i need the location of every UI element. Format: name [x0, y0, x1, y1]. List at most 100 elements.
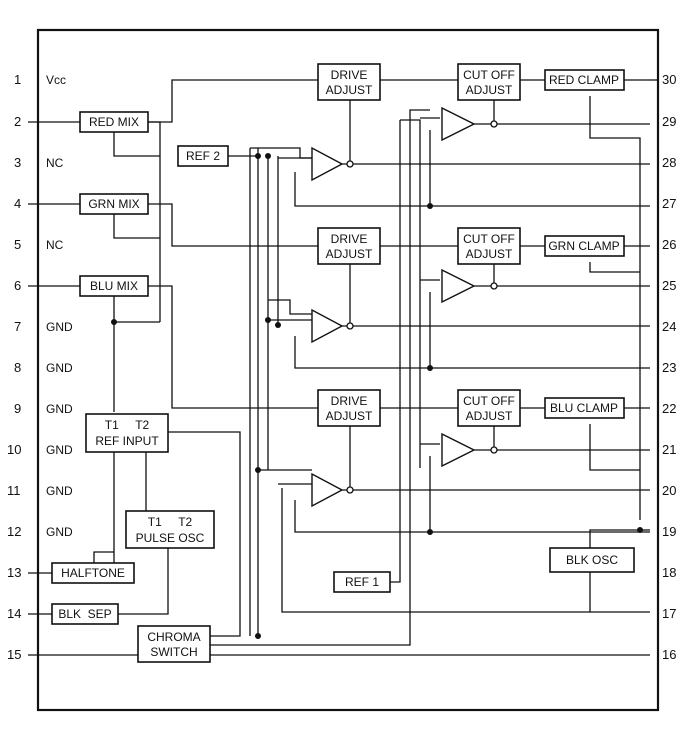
- red-mix-label: RED MIX: [89, 115, 139, 129]
- ref1-label: REF 1: [345, 575, 379, 589]
- left-pin-name: GND: [46, 402, 73, 416]
- drive-adjust-grn: DRIVE ADJUST: [317, 227, 381, 265]
- chroma-switch-block: CHROMA SWITCH: [137, 625, 211, 663]
- adjust-label: ADJUST: [466, 247, 513, 261]
- cut-off-adjust-grn: CUT OFF ADJUST: [457, 227, 521, 265]
- right-pin-number: 20: [662, 483, 676, 498]
- left-pin-name: GND: [46, 320, 73, 334]
- chip-outline: [36, 28, 660, 712]
- left-pin-name: GND: [46, 361, 73, 375]
- left-pin-name: NC: [46, 238, 64, 252]
- blk-osc-label: BLK OSC: [566, 553, 618, 567]
- right-pin-number: 16: [662, 647, 676, 662]
- cut-off-label: CUT OFF: [463, 394, 515, 408]
- left-pin-number: 14: [7, 606, 21, 621]
- drive-label: DRIVE: [331, 232, 368, 246]
- right-pin-number: 27: [662, 196, 676, 211]
- cut-off-adjust-red: CUT OFF ADJUST: [457, 63, 521, 101]
- wiring: [80, 79, 658, 656]
- chroma-label: CHROMA: [147, 630, 200, 644]
- comparator-amplifier: [441, 268, 476, 304]
- driver-amplifier: [311, 146, 344, 182]
- left-pin-number: 1: [14, 72, 21, 87]
- ref2-block: REF 2: [177, 145, 229, 167]
- cut-off-label: CUT OFF: [463, 232, 515, 246]
- red-mix-block: RED MIX: [79, 111, 149, 133]
- left-pin-name: Vcc: [46, 73, 66, 87]
- cut-off-adjust-blu: CUT OFF ADJUST: [457, 389, 521, 427]
- blu-mix-block: BLU MIX: [79, 275, 149, 297]
- right-pin-number: 19: [662, 524, 676, 539]
- right-pin-number: 25: [662, 278, 676, 293]
- right-pin-number: 21: [662, 442, 676, 457]
- red-clamp-label: RED CLAMP: [549, 73, 619, 87]
- adjust-label: ADJUST: [466, 409, 513, 423]
- comparator-amplifier: [441, 106, 476, 142]
- grn-clamp-label: GRN CLAMP: [548, 239, 619, 253]
- left-pin-number: 6: [14, 278, 21, 293]
- grn-mix-label: GRN MIX: [88, 197, 139, 211]
- left-pin-name: NC: [46, 156, 64, 170]
- left-pin-name: GND: [46, 525, 73, 539]
- left-pin-labels: 1 2 3 4 5 6 7 8 9 10 11 12 13 14 15 Vcc …: [7, 72, 73, 662]
- right-pin-number: 26: [662, 237, 676, 252]
- blk-sep-label: BLK SEP: [58, 607, 111, 621]
- halftone-block: HALFTONE: [51, 562, 135, 584]
- ref2-label: REF 2: [186, 149, 220, 163]
- left-pin-stubs: [28, 121, 138, 656]
- blu-mix-label: BLU MIX: [90, 279, 138, 293]
- right-pin-number: 29: [662, 114, 676, 129]
- pulse-osc-t1-t2: T1 T2: [148, 515, 193, 529]
- red-clamp-block: RED CLAMP: [544, 69, 625, 91]
- drive-label: DRIVE: [331, 68, 368, 82]
- left-pin-number: 10: [7, 442, 21, 457]
- switch-label: SWITCH: [150, 645, 197, 659]
- ref1-block: REF 1: [333, 571, 391, 593]
- cut-off-label: CUT OFF: [463, 68, 515, 82]
- ref-input-label: REF INPUT: [95, 434, 159, 448]
- pulse-osc-label: PULSE OSC: [136, 531, 205, 545]
- left-pin-number: 9: [14, 401, 21, 416]
- adjust-label: ADJUST: [326, 409, 373, 423]
- blu-clamp-block: BLU CLAMP: [544, 397, 625, 419]
- right-pin-labels: 30 29 28 27 26 25 24 23 22 21 20 19 18 1…: [662, 72, 676, 662]
- pulse-osc-block: T1 T2 PULSE OSC: [125, 510, 215, 549]
- left-pin-name: GND: [46, 443, 73, 457]
- blk-osc-block: BLK OSC: [549, 547, 635, 573]
- grn-clamp-block: GRN CLAMP: [544, 235, 625, 257]
- left-pin-name: GND: [46, 484, 73, 498]
- left-pin-number: 4: [14, 196, 21, 211]
- drive-adjust-blu: DRIVE ADJUST: [317, 389, 381, 427]
- adjust-label: ADJUST: [326, 247, 373, 261]
- adjust-label: ADJUST: [466, 83, 513, 97]
- left-pin-number: 12: [7, 524, 21, 539]
- driver-amplifier: [311, 308, 344, 344]
- junctions: [111, 120, 643, 639]
- left-pin-number: 3: [14, 155, 21, 170]
- right-pin-number: 28: [662, 155, 676, 170]
- right-pin-number: 22: [662, 401, 676, 416]
- right-pin-number: 30: [662, 72, 676, 87]
- halftone-label: HALFTONE: [61, 566, 125, 580]
- left-pin-number: 8: [14, 360, 21, 375]
- driver-amplifier: [311, 472, 344, 508]
- adjust-label: ADJUST: [326, 83, 373, 97]
- right-pin-number: 24: [662, 319, 676, 334]
- left-pin-number: 13: [7, 565, 21, 580]
- drive-label: DRIVE: [331, 394, 368, 408]
- right-pin-number: 18: [662, 565, 676, 580]
- left-pin-number: 5: [14, 237, 21, 252]
- amplifiers: [311, 106, 476, 508]
- ref-input-t1-t2: T1 T2: [105, 418, 150, 432]
- right-pin-number: 17: [662, 606, 676, 621]
- left-pin-number: 11: [7, 483, 21, 498]
- left-pin-number: 7: [14, 319, 21, 334]
- ref-input-block: T1 T2 REF INPUT: [85, 413, 169, 453]
- drive-adjust-red: DRIVE ADJUST: [317, 63, 381, 101]
- right-pin-number: 23: [662, 360, 676, 375]
- blk-sep-block: BLK SEP: [51, 603, 119, 625]
- left-pin-number: 15: [7, 647, 21, 662]
- blu-clamp-label: BLU CLAMP: [550, 401, 618, 415]
- grn-mix-block: GRN MIX: [79, 193, 149, 215]
